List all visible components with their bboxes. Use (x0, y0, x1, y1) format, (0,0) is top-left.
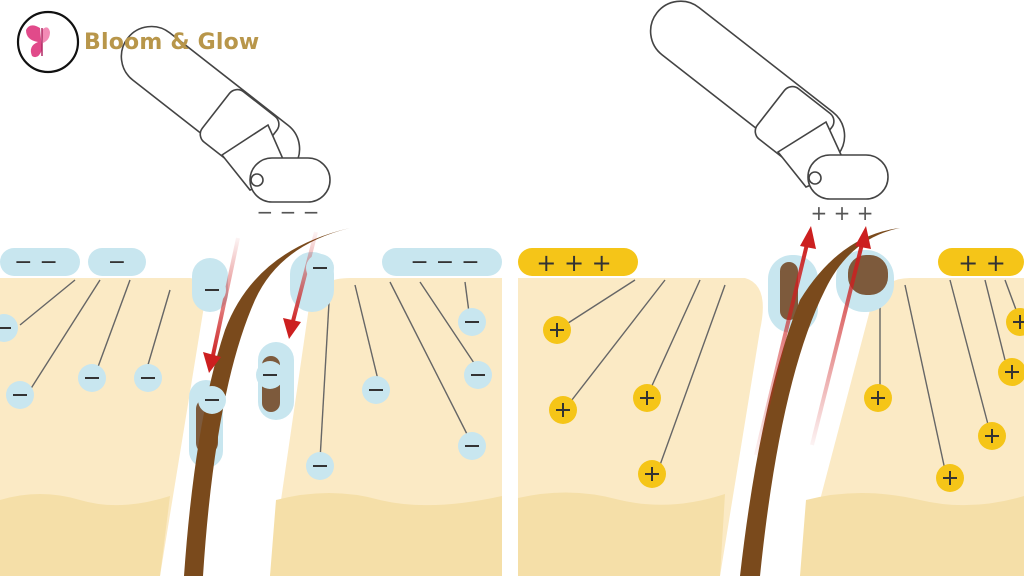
negative-ion (78, 364, 106, 392)
surface-ion-label: + + (958, 249, 1006, 277)
roller-charge-label: + + + (811, 201, 874, 225)
negative-ion (362, 376, 390, 404)
negative-ion (458, 308, 486, 336)
ion-arrow-head (855, 226, 871, 249)
surface-ion-bar (0, 248, 80, 276)
surface-ion-label: − − − (410, 250, 479, 275)
positive-ion (543, 316, 571, 344)
skin-block-left-deep (0, 494, 170, 576)
roller-device (120, 25, 331, 203)
panel-negative: − − − − − − − − − (0, 25, 502, 576)
roller-charge-label: − − − (257, 200, 320, 224)
surface-ion-label: − (108, 250, 126, 275)
ion-arrow-up (754, 239, 810, 456)
positive-ion (978, 422, 1006, 450)
negative-ion (6, 381, 34, 409)
surface-ion-bar (938, 248, 1024, 276)
roller-device (649, 0, 889, 200)
negative-ion (134, 364, 162, 392)
positive-ion (998, 358, 1024, 386)
positive-ion (1006, 308, 1024, 336)
negative-ion (458, 432, 486, 460)
surface-ion-bar (518, 248, 638, 276)
ion-arrow-head (800, 226, 816, 249)
ion-arrow-down (210, 237, 240, 361)
positive-ion (864, 384, 892, 412)
ion-particles (0, 254, 1024, 492)
surface-ion-bar (382, 248, 502, 276)
surface-ion-label: + + + (536, 249, 612, 277)
ion-arrow-head (283, 318, 301, 339)
skin-block-left-deep (518, 492, 725, 576)
skin-lines (19, 279, 481, 461)
panel-divider (504, 240, 518, 576)
skin-block-right-deep (270, 493, 502, 576)
hair-strand (740, 228, 900, 576)
skin-block-right-deep (800, 493, 1024, 576)
negative-ion (306, 452, 334, 480)
ion-arrow-head (203, 352, 221, 373)
brand-name: Bloom & Glow (84, 29, 260, 55)
ion-arrow-down (290, 231, 318, 326)
negative-ion (0, 314, 18, 342)
negative-ion (198, 386, 226, 414)
surface-ion-bar (88, 248, 146, 276)
positive-ion (638, 460, 666, 488)
negative-ion (198, 276, 226, 304)
butterfly-icon (16, 10, 80, 74)
negative-ion (256, 361, 284, 389)
negative-ion (464, 361, 492, 389)
ion-arrow-up (810, 239, 865, 446)
surface-ion-label: − − (14, 250, 58, 275)
positive-ion (936, 464, 964, 492)
positive-ion (549, 396, 577, 424)
negative-ion (306, 254, 334, 282)
positive-ion (633, 384, 661, 412)
panel-positive: + + + + + + + + (518, 0, 1024, 576)
brand-logo: Bloom & Glow (16, 10, 259, 74)
